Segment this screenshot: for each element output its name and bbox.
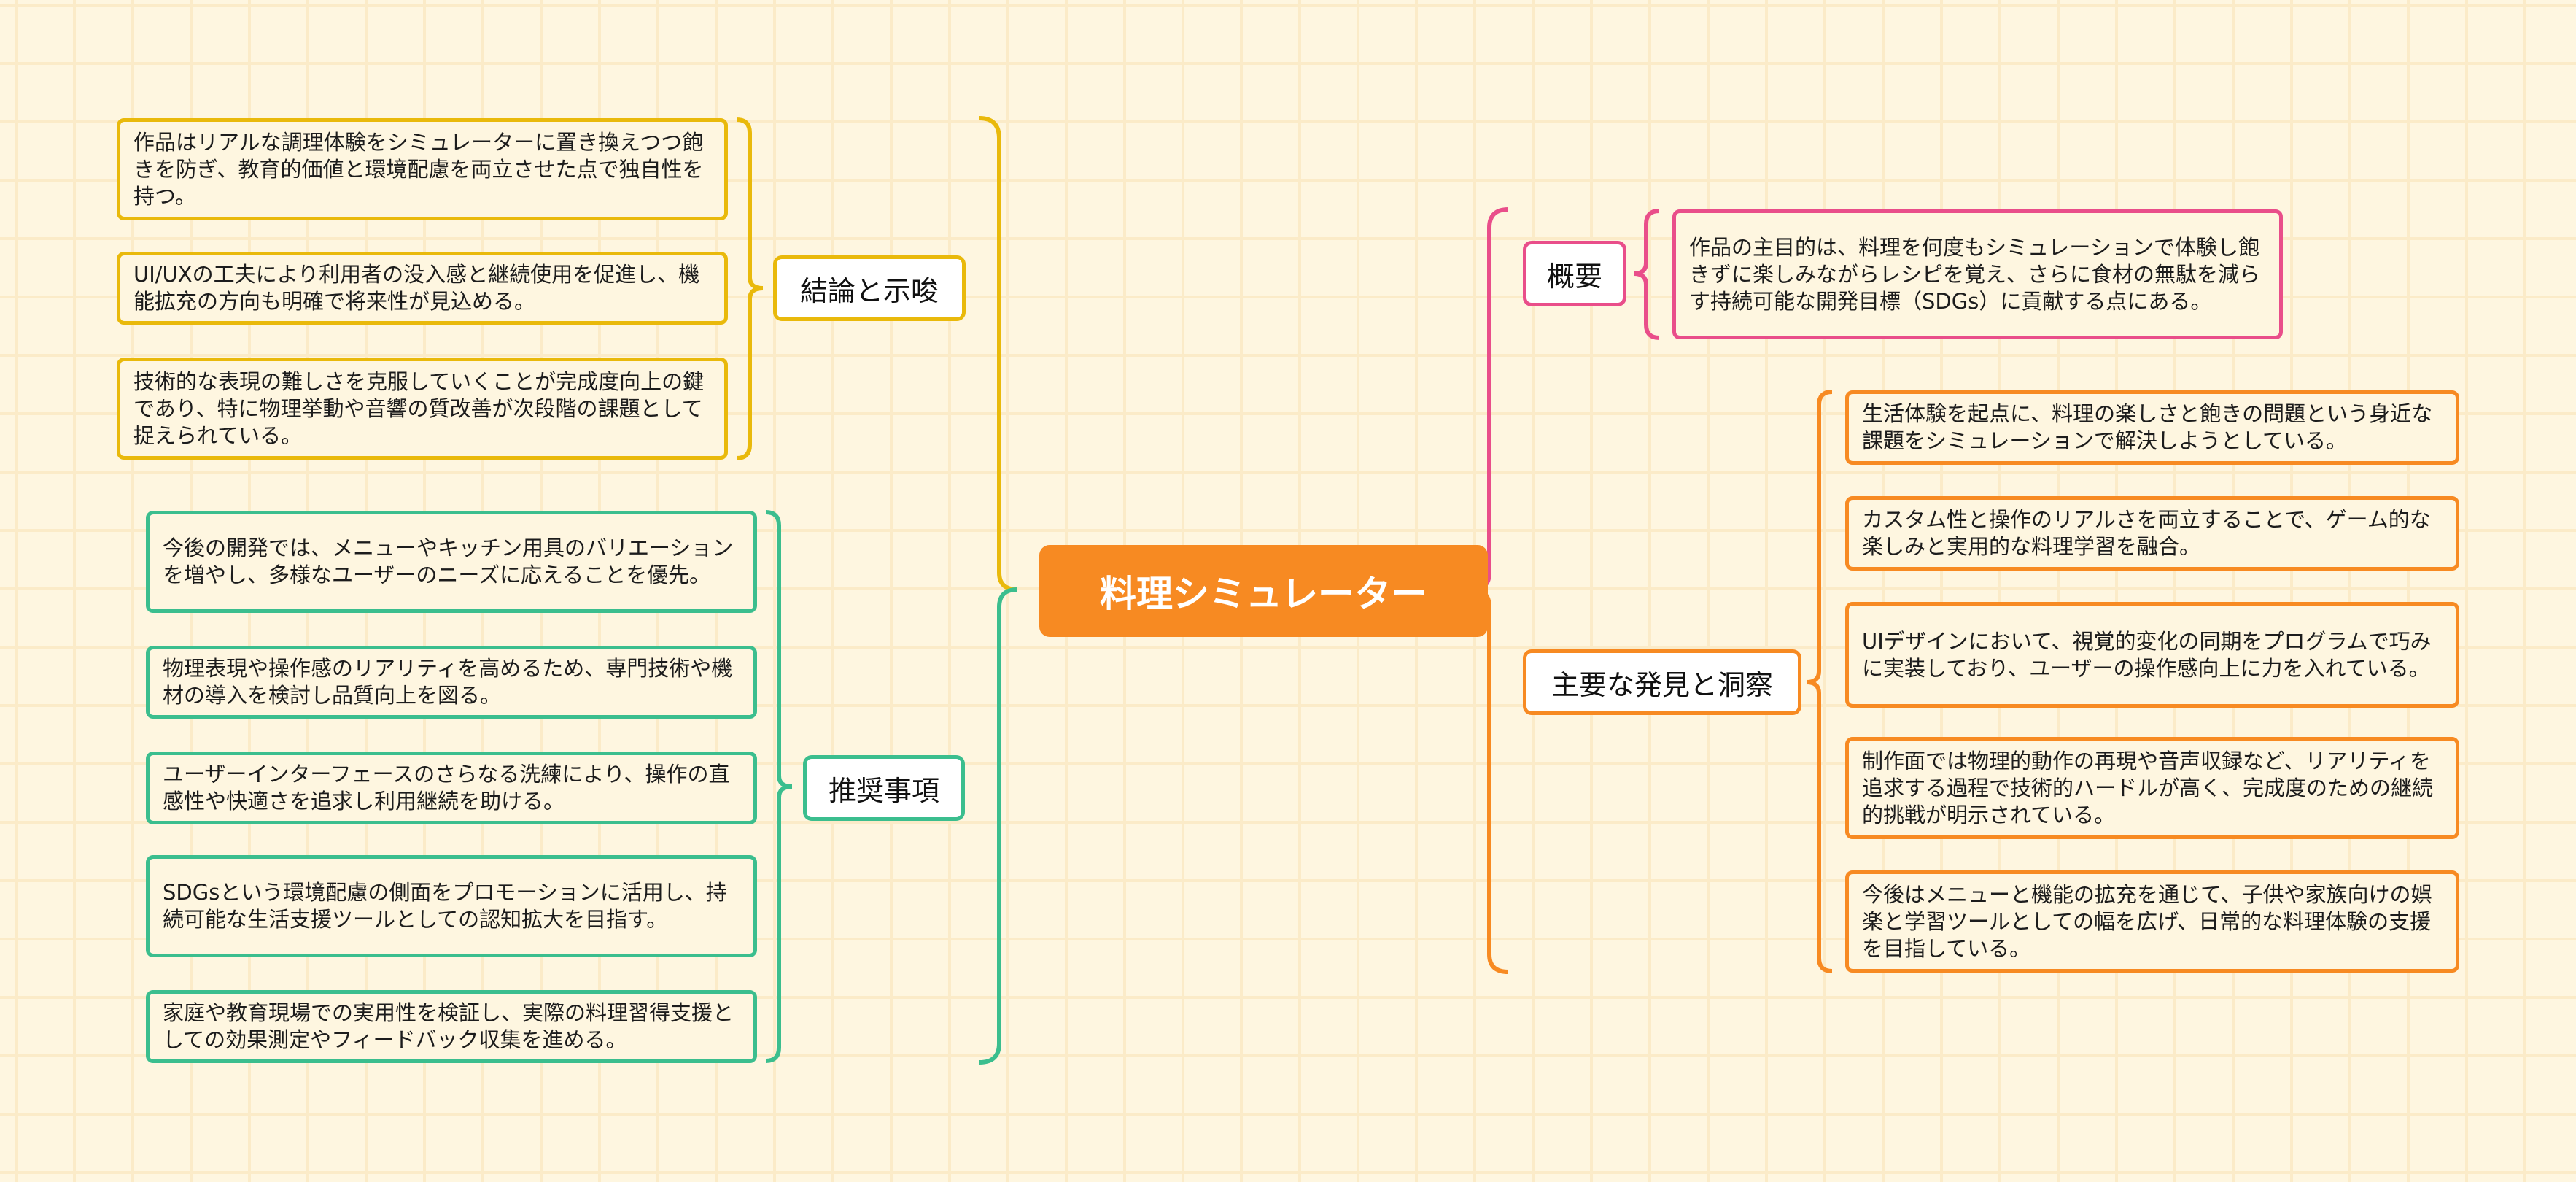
conclusion-item[interactable]: UI/UXの工夫により利用者の没入感と継続使用を促進し、機能拡充の方向も明確で将… bbox=[117, 252, 728, 325]
conclusion-item-text: UI/UXの工夫により利用者の没入感と継続使用を促進し、機能拡充の方向も明確で将… bbox=[133, 262, 700, 314]
topic-conclusions-label: 結論と示唆 bbox=[799, 274, 939, 307]
recommendation-item[interactable]: ユーザーインターフェースのさらなる洗練により、操作の直感性や快適さを追求し利用継… bbox=[146, 752, 757, 824]
root-topic-label: 料理シミュレーター bbox=[1100, 573, 1427, 615]
brace-recommendations bbox=[979, 587, 1018, 1065]
recommendation-item[interactable]: 今後の開発では、メニューやキッチン用具のバリエーションを増やし、多様なユーザーの… bbox=[146, 511, 757, 613]
topic-findings[interactable]: 主要な発見と洞察 bbox=[1523, 649, 1801, 715]
finding-item-text: カスタム性と操作のリアルさを両立することで、ゲーム的な楽しみと実用的な料理学習を… bbox=[1862, 507, 2431, 559]
overview-item-text: 作品の主目的は、料理を何度もシミュレーションで体験し飽きずに楽しみながらレシピを… bbox=[1689, 234, 2261, 314]
conclusion-item[interactable]: 作品はリアルな調理体験をシミュレーターに置き換えつつ飽きを防ぎ、教育的価値と環境… bbox=[117, 118, 728, 220]
recommendation-item[interactable]: SDGsという環境配慮の側面をプロモーションに活用し、持続可能な生活支援ツールと… bbox=[146, 855, 757, 957]
finding-item[interactable]: 今後はメニューと機能の拡充を通じて、子供や家族向けの娯楽と学習ツールとしての幅を… bbox=[1845, 870, 2459, 973]
overview-item[interactable]: 作品の主目的は、料理を何度もシミュレーションで体験し飽きずに楽しみながらレシピを… bbox=[1672, 209, 2283, 339]
recommendation-item-text: ユーザーインターフェースのさらなる洗練により、操作の直感性や快適さを追求し利用継… bbox=[163, 762, 730, 814]
topic-conclusions[interactable]: 結論と示唆 bbox=[773, 255, 966, 321]
topic-recommendations[interactable]: 推奨事項 bbox=[803, 755, 965, 821]
recommendation-item[interactable]: 物理表現や操作感のリアリティを高めるため、専門技術や機材の導入を検討し品質向上を… bbox=[146, 646, 757, 719]
finding-item-text: 生活体験を起点に、料理の楽しさと飽きの問題という身近な課題をシミュレーションで解… bbox=[1862, 401, 2433, 453]
recommendation-item-text: SDGsという環境配慮の側面をプロモーションに活用し、持続可能な生活支援ツールと… bbox=[163, 880, 727, 932]
finding-item[interactable]: 生活体験を起点に、料理の楽しさと飽きの問題という身近な課題をシミュレーションで解… bbox=[1845, 390, 2459, 465]
brace-findings bbox=[1471, 587, 1509, 974]
conclusion-item[interactable]: 技術的な表現の難しさを克服していくことが完成度向上の鍵であり、特に物理挙動や音響… bbox=[117, 358, 728, 460]
brace-conclusions bbox=[979, 116, 1018, 592]
brace-overview bbox=[1471, 207, 1509, 592]
brace-overview-items bbox=[1633, 209, 1660, 340]
brace-recommendations-items bbox=[765, 510, 793, 1063]
topic-overview[interactable]: 概要 bbox=[1523, 241, 1626, 306]
brace-findings-items bbox=[1806, 390, 1833, 973]
recommendation-item-text: 今後の開発では、メニューやキッチン用具のバリエーションを増やし、多様なユーザーの… bbox=[163, 536, 734, 587]
recommendation-item-text: 物理表現や操作感のリアリティを高めるため、専門技術や機材の導入を検討し品質向上を… bbox=[163, 656, 733, 708]
finding-item[interactable]: UIデザインにおいて、視覚的変化の同期をプログラムで巧みに実装しており、ユーザー… bbox=[1845, 602, 2459, 708]
topic-recommendations-label: 推奨事項 bbox=[828, 774, 939, 807]
topic-findings-label: 主要な発見と洞察 bbox=[1551, 668, 1773, 701]
finding-item[interactable]: 制作面では物理的動作の再現や音声収録など、リアリティを追求する過程で技術的ハード… bbox=[1845, 737, 2459, 839]
finding-item[interactable]: カスタム性と操作のリアルさを両立することで、ゲーム的な楽しみと実用的な料理学習を… bbox=[1845, 496, 2459, 571]
finding-item-text: 今後はメニューと機能の拡充を通じて、子供や家族向けの娯楽と学習ツールとしての幅を… bbox=[1862, 881, 2432, 961]
conclusion-item-text: 技術的な表現の難しさを克服していくことが完成度向上の鍵であり、特に物理挙動や音響… bbox=[133, 368, 705, 448]
topic-overview-label: 概要 bbox=[1546, 260, 1602, 293]
conclusion-item-text: 作品はリアルな調理体験をシミュレーターに置き換えつつ飽きを防ぎ、教育的価値と環境… bbox=[133, 129, 704, 209]
finding-item-text: UIデザインにおいて、視覚的変化の同期をプログラムで巧みに実装しており、ユーザー… bbox=[1862, 628, 2432, 681]
recommendation-item[interactable]: 家庭や教育現場での実用性を検証し、実際の料理習得支援としての効果測定やフィードバ… bbox=[146, 990, 757, 1063]
brace-conclusions-items bbox=[736, 117, 764, 460]
recommendation-item-text: 家庭や教育現場での実用性を検証し、実際の料理習得支援としての効果測定やフィードバ… bbox=[163, 1000, 734, 1052]
root-topic[interactable]: 料理シミュレーター bbox=[1039, 545, 1488, 637]
finding-item-text: 制作面では物理的動作の再現や音声収録など、リアリティを追求する過程で技術的ハード… bbox=[1862, 748, 2434, 827]
